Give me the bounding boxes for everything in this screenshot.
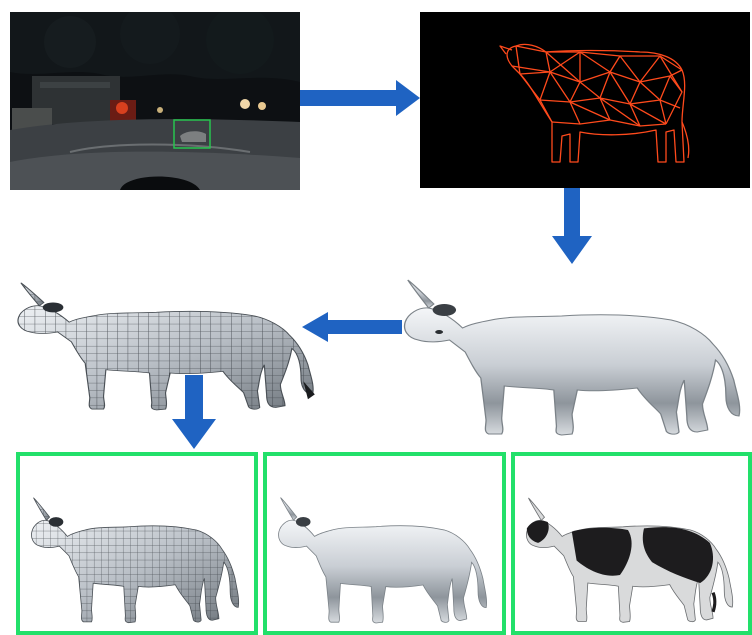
result-panel-smooth: [263, 452, 506, 635]
result-panel-textured: [511, 452, 752, 635]
night-scene-photo: [10, 12, 300, 190]
gridded-cow-mesh: [14, 250, 324, 414]
wireframe-cow: [420, 12, 750, 188]
arrow-right-icon: [300, 80, 422, 116]
result-panel-gridded: [16, 452, 258, 635]
smooth-cow-mesh: [400, 240, 752, 440]
arrow-down-icon: [172, 375, 216, 449]
